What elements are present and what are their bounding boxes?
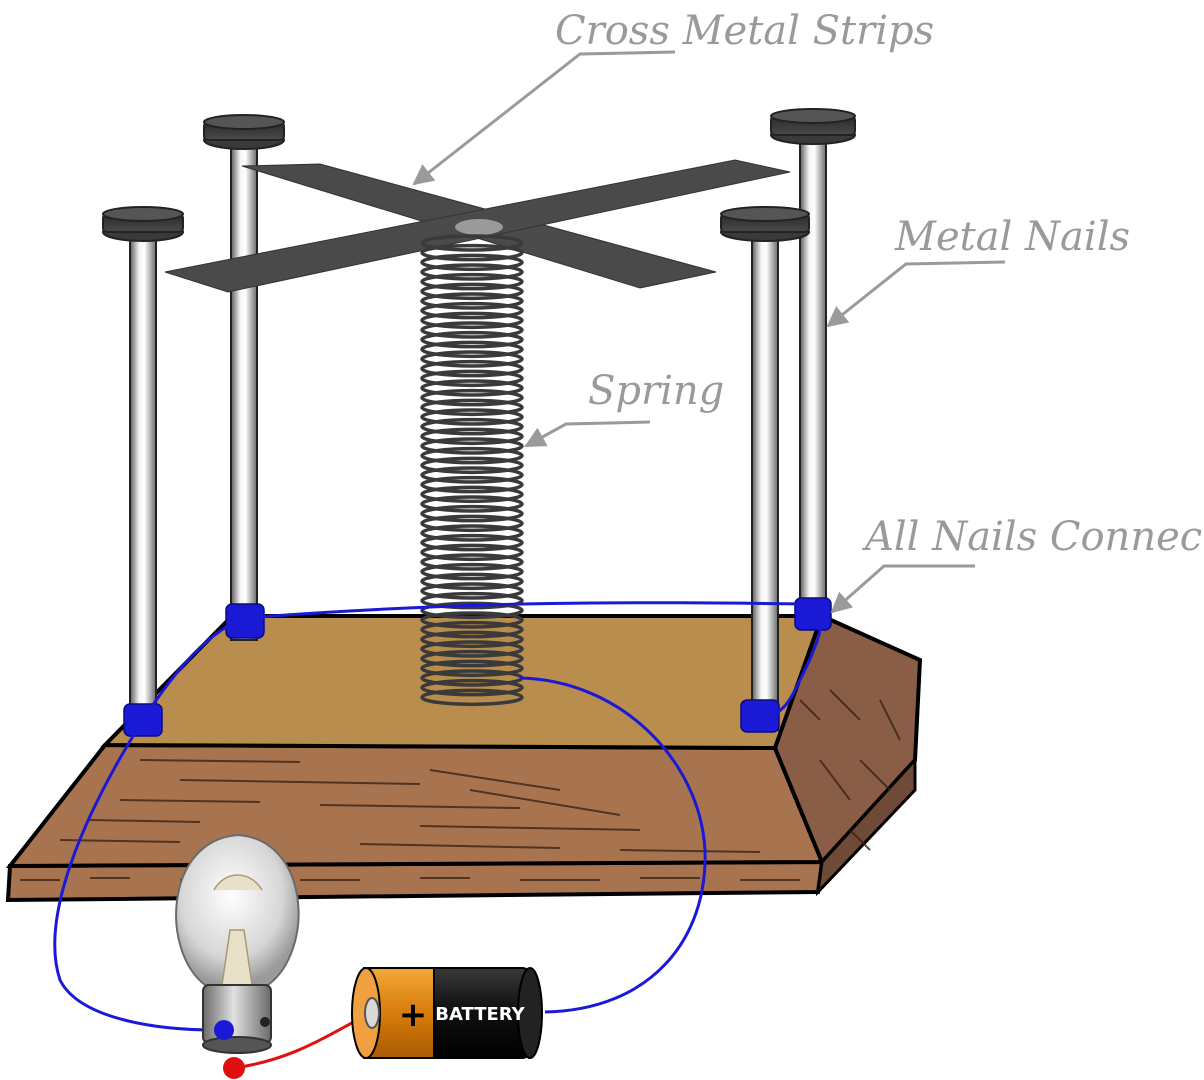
- spring-coil: [420, 243, 524, 262]
- spring-coil: [420, 562, 524, 581]
- spring-coil: [420, 485, 524, 504]
- spring-coil: [420, 572, 524, 591]
- spring-coil: [420, 321, 524, 339]
- spring-coil: [420, 301, 524, 320]
- label-metal-nails: Metal Nails: [894, 214, 1130, 260]
- spring-coil: [420, 678, 524, 697]
- strip-center-rivet: [455, 219, 503, 235]
- spring: [420, 234, 524, 707]
- label-spring: Spring: [588, 368, 724, 414]
- coil-back-left: [225, 603, 265, 639]
- spring-coil: [420, 282, 524, 301]
- spring-coil: [420, 292, 524, 310]
- spring-coil: [420, 495, 524, 513]
- spring-coil: [420, 553, 524, 571]
- leader-all-nails-connected: [830, 564, 975, 614]
- leader-metal-nails: [826, 260, 1006, 328]
- spring-coil: [420, 417, 524, 436]
- battery-label: BATTERY: [435, 1004, 525, 1025]
- spring-coil: [420, 398, 524, 417]
- spring-coil: [420, 263, 524, 281]
- leader-cross-metal-strips: [412, 50, 676, 186]
- bulb-contact-blue: [214, 1020, 234, 1040]
- spring-coil: [420, 234, 524, 252]
- spring-coil: [420, 272, 524, 291]
- nail-back-left: [203, 114, 285, 641]
- spring-coil: [420, 350, 524, 368]
- nail-back-right: [770, 108, 856, 626]
- spring-coil: [420, 427, 524, 446]
- bulb-glass: [175, 833, 300, 986]
- spring-coil: [420, 408, 524, 426]
- spring-coil: [420, 388, 524, 407]
- board-side-bottom: [815, 756, 917, 897]
- bulb-base: [202, 984, 272, 1044]
- circuit-wires: [53, 601, 824, 1070]
- cross-metal-strips: [164, 159, 791, 293]
- spring-coil: [420, 475, 524, 494]
- spring-coil: [420, 359, 524, 378]
- leader-spring: [524, 420, 651, 448]
- spring-coil: [420, 591, 524, 610]
- spring-coil: [420, 456, 524, 475]
- spring-coil: [420, 514, 524, 533]
- battery: + BATTERY: [351, 967, 543, 1059]
- spring-coil: [420, 369, 524, 388]
- label-all-nails-connected: All Nails Connected: [861, 514, 1204, 560]
- spring-coil: [420, 253, 524, 272]
- spring-coil: [420, 659, 524, 678]
- spring-coil: [420, 630, 524, 649]
- spring-coil: [420, 649, 524, 668]
- spring-coil: [420, 601, 524, 620]
- nail-front-right: [720, 206, 810, 731]
- spring-coil: [420, 533, 524, 552]
- bulb-contact-red: [223, 1057, 245, 1079]
- spring-coil: [420, 640, 524, 658]
- spring-coil: [420, 340, 524, 359]
- spring-coil: [420, 379, 524, 397]
- spring-coil: [420, 582, 524, 600]
- labels: Cross Metal Strips Metal Nails Spring Al…: [412, 8, 1204, 614]
- spring-coil: [420, 437, 524, 455]
- spring-coil: [420, 446, 524, 465]
- spring-coil: [420, 466, 524, 484]
- nail-front-left: [102, 206, 184, 731]
- wire-nail-loop: [141, 601, 824, 721]
- spring-coil: [420, 330, 524, 349]
- bulb-pin: [260, 1017, 270, 1027]
- wire-spring-to-battery: [519, 676, 707, 1014]
- spring-coil: [420, 611, 524, 629]
- light-bulb: [175, 833, 300, 1079]
- wire-left-to-bulb: [53, 719, 216, 1032]
- coil-front-right: [740, 699, 780, 733]
- battery-plus-sign: +: [399, 995, 428, 1035]
- spring-coil: [420, 543, 524, 562]
- spring-coil: [420, 688, 524, 707]
- spring-coil: [420, 504, 524, 523]
- spring-coil: [420, 620, 524, 639]
- spring-coil: [420, 311, 524, 330]
- spring-coil: [420, 524, 524, 542]
- label-cross-metal-strips: Cross Metal Strips: [555, 8, 934, 54]
